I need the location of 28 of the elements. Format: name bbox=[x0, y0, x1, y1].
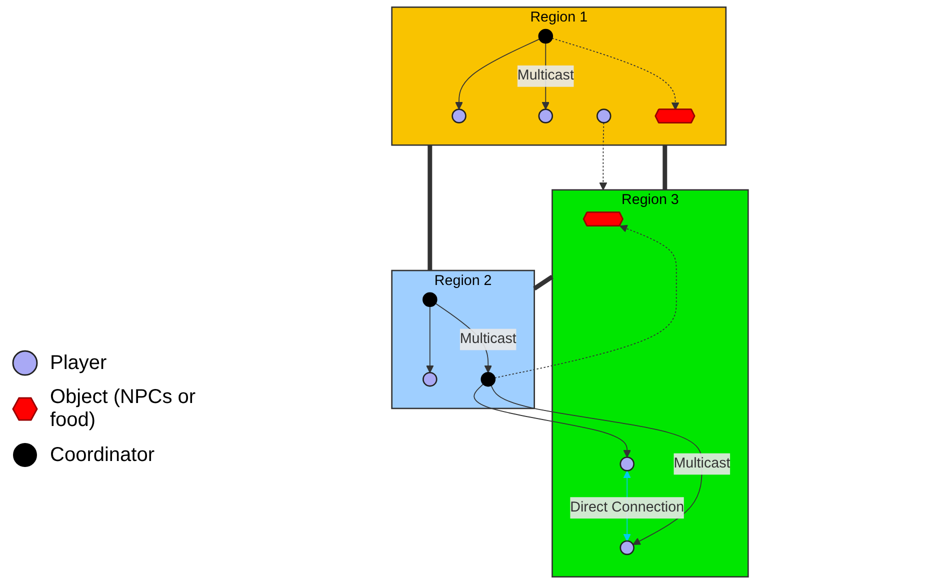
edge-label: Direct Connection bbox=[570, 500, 684, 516]
cluster bbox=[552, 189, 749, 578]
connector bbox=[428, 145, 432, 270]
node-circle bbox=[538, 108, 554, 124]
node-circle bbox=[596, 108, 612, 124]
node-circle bbox=[422, 372, 438, 387]
legend-text: Object (NPCs or food) bbox=[50, 386, 197, 432]
cluster bbox=[391, 6, 727, 146]
arrow bbox=[455, 38, 540, 110]
node-circle bbox=[620, 540, 634, 556]
node-circle bbox=[538, 28, 554, 44]
node-circle bbox=[422, 292, 438, 307]
arrow bbox=[494, 224, 677, 378]
legend-text: Coordinator bbox=[50, 444, 155, 466]
connector bbox=[662, 145, 668, 190]
node-circle bbox=[620, 456, 634, 472]
arrow bbox=[599, 122, 608, 190]
node-circle bbox=[480, 372, 496, 387]
arrow bbox=[490, 384, 702, 545]
arrow bbox=[426, 306, 434, 373]
edge-label: Multicast bbox=[460, 331, 516, 347]
node-circle bbox=[452, 108, 466, 124]
edge-label: Multicast bbox=[674, 456, 730, 472]
connector bbox=[533, 274, 554, 290]
arrow bbox=[474, 384, 632, 458]
legend-text: Player bbox=[50, 352, 107, 374]
arrow bbox=[552, 38, 680, 110]
cluster bbox=[391, 270, 535, 410]
